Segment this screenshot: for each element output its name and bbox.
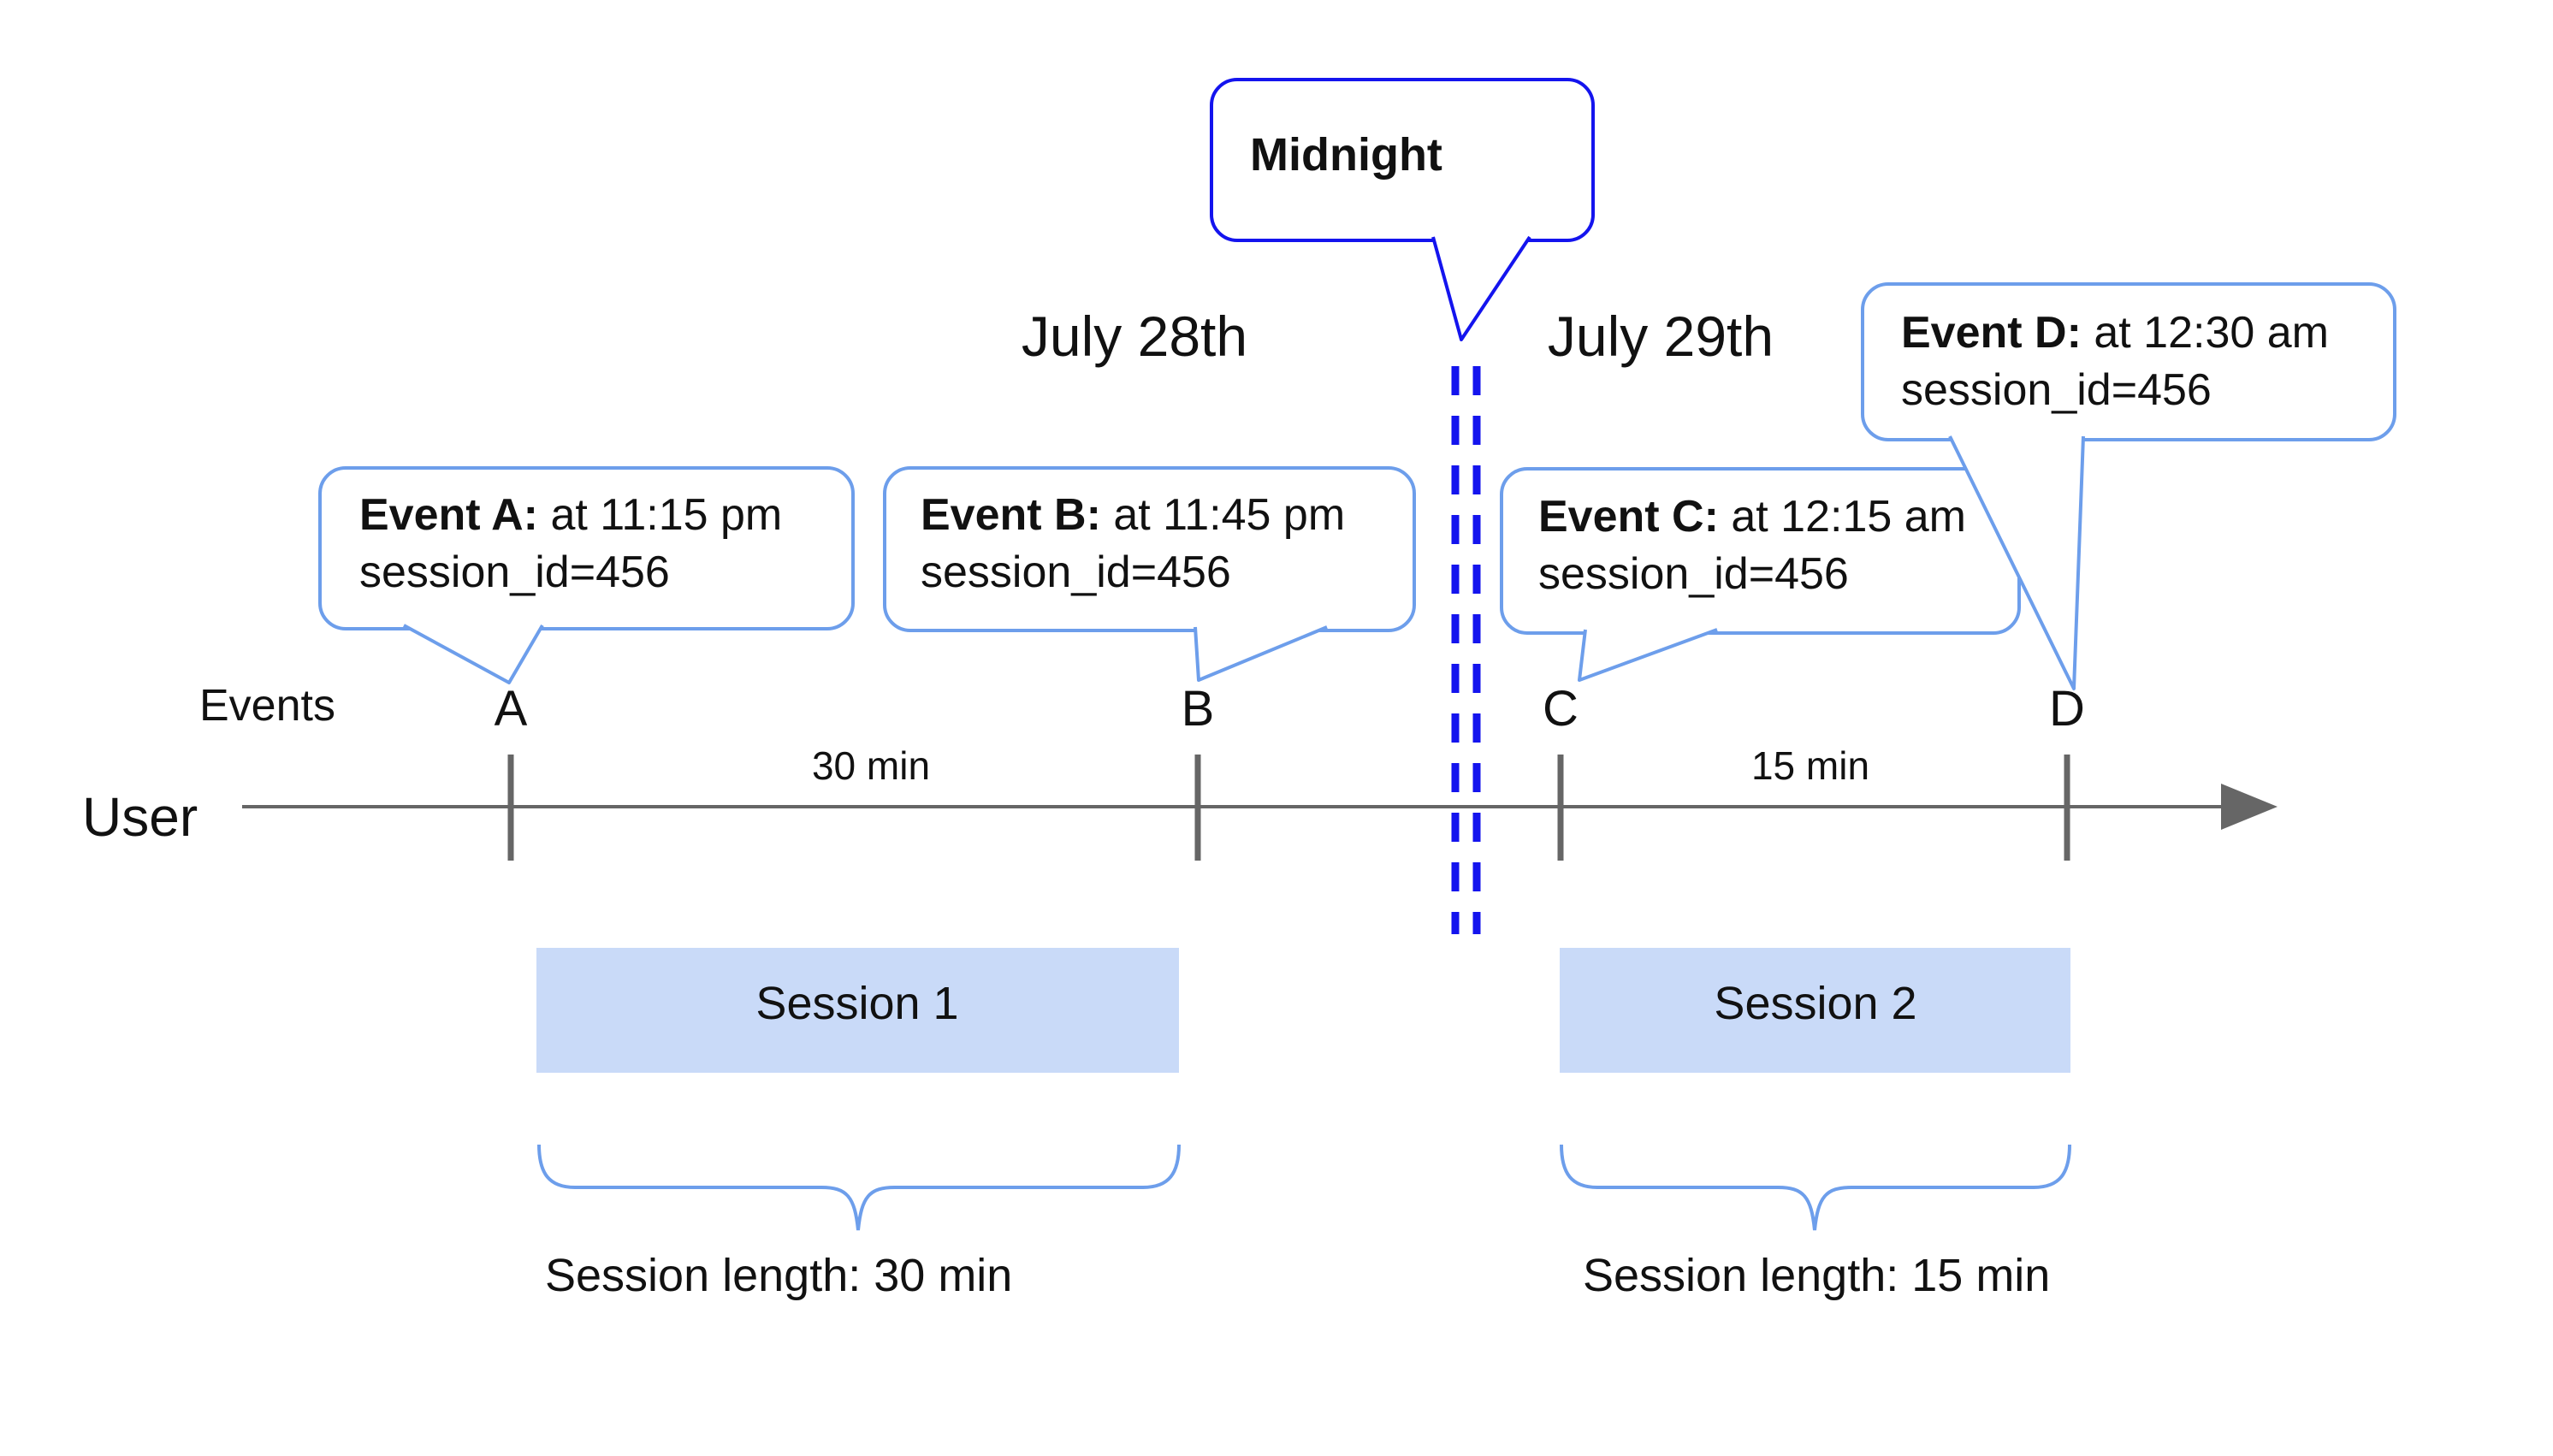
event-a-time: at 11:15 pm: [538, 490, 783, 540]
session-1-length-label: Session length: 30 min: [545, 1250, 1013, 1301]
event-a-callout-tail: [403, 624, 544, 684]
event-c-callout-tail: [1578, 628, 1718, 682]
gap-label-15min: 15 min: [1750, 743, 1870, 788]
event-c-line1: Event C: at 12:15 am: [1538, 488, 1966, 546]
event-d-callout-tail: [1948, 435, 2085, 690]
session-1-brace: [537, 1144, 1181, 1231]
marker-c: C: [1543, 681, 1579, 737]
event-d-line1: Event D: at 12:30 am: [1901, 305, 2329, 362]
session-2-length-label: Session length: 15 min: [1583, 1250, 2051, 1301]
event-d-time: at 12:30 am: [2081, 308, 2329, 358]
date-july-29: July 29th: [1547, 305, 1774, 368]
session-2-label: Session 2: [1714, 978, 1917, 1029]
event-c-callout-text: Event C: at 12:15 am session_id=456: [1538, 488, 1966, 603]
user-row-label: User: [82, 786, 198, 848]
event-d-name: Event D:: [1901, 308, 2082, 358]
event-a-session-id: session_id=456: [359, 547, 670, 597]
event-c-time: at 12:15 am: [1718, 492, 1966, 542]
event-a-line1: Event A: at 11:15 pm: [359, 487, 782, 544]
midnight-callout-tail: [1431, 235, 1531, 341]
event-b-callout-text: Event B: at 11:45 pm session_id=456: [921, 487, 1345, 601]
midnight-label: Midnight: [1250, 129, 1442, 181]
event-b-time: at 11:45 pm: [1100, 490, 1346, 540]
event-c-session-id: session_id=456: [1538, 549, 1849, 599]
event-c-name: Event C:: [1538, 492, 1719, 542]
marker-a: A: [494, 681, 528, 737]
event-a-name: Event A:: [359, 490, 538, 540]
event-b-name: Event B:: [921, 490, 1101, 540]
timeline-arrowhead-icon: [2221, 784, 2278, 830]
event-d-session-id: session_id=456: [1901, 365, 2212, 415]
event-b-session-id: session_id=456: [921, 547, 1231, 597]
event-b-callout-tail: [1194, 625, 1328, 682]
event-b-line1: Event B: at 11:45 pm: [921, 487, 1345, 544]
event-d-callout-text: Event D: at 12:30 am session_id=456: [1901, 305, 2329, 419]
marker-b: B: [1181, 681, 1215, 737]
events-row-label: Events: [199, 681, 335, 731]
gap-label-30min: 30 min: [811, 743, 931, 788]
marker-d: D: [2049, 681, 2085, 737]
date-july-28: July 28th: [1021, 305, 1248, 368]
session-2-brace: [1560, 1144, 2071, 1231]
event-a-callout-text: Event A: at 11:15 pm session_id=456: [359, 487, 782, 601]
session-1-label: Session 1: [755, 978, 959, 1029]
